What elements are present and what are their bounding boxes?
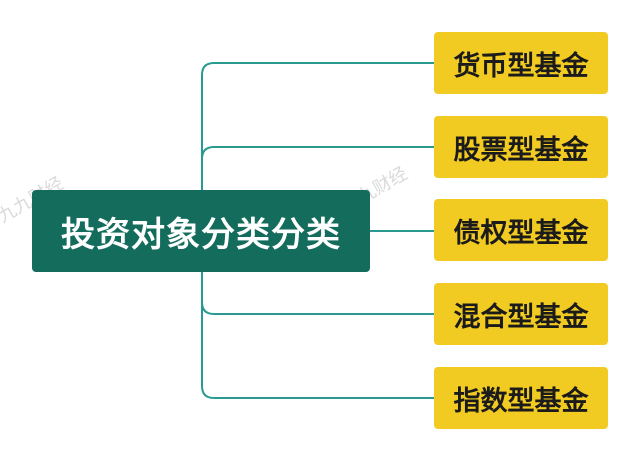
leaf-node-bond-fund[interactable]: 债权型基金 bbox=[434, 199, 608, 261]
leaf-node-label: 混合型基金 bbox=[453, 301, 589, 333]
leaf-node-label: 货币型基金 bbox=[453, 50, 589, 82]
root-node-label: 投资对象分类分类 bbox=[61, 214, 341, 255]
root-node[interactable]: 投资对象分类分类 bbox=[32, 190, 370, 272]
connector-branch-3 bbox=[201, 301, 434, 315]
leaf-node-label: 债权型基金 bbox=[453, 217, 589, 249]
leaf-node-index-fund[interactable]: 指数型基金 bbox=[434, 367, 608, 429]
leaf-node-label: 指数型基金 bbox=[453, 385, 589, 417]
leaf-node-hybrid-fund[interactable]: 混合型基金 bbox=[434, 283, 608, 345]
connector-branch-0 bbox=[201, 62, 434, 76]
leaf-node-money-market-fund[interactable]: 货币型基金 bbox=[434, 32, 608, 94]
connector-branch-4 bbox=[201, 385, 434, 399]
leaf-node-label: 股票型基金 bbox=[453, 134, 589, 166]
leaf-node-stock-fund[interactable]: 股票型基金 bbox=[434, 116, 608, 178]
connector-branch-1 bbox=[201, 146, 434, 160]
